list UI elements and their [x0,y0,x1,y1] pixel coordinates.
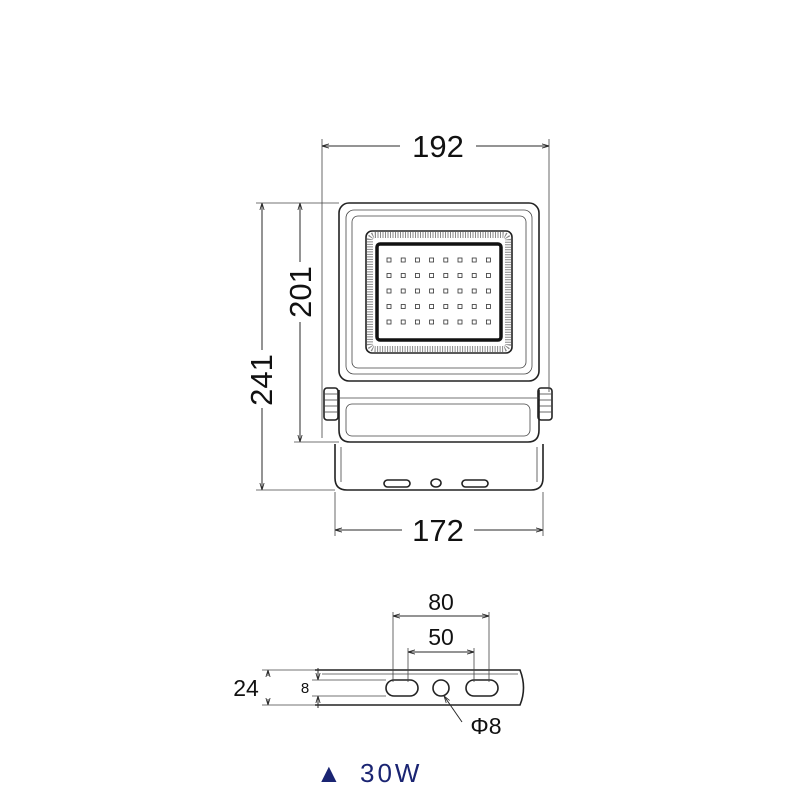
led-chip [429,319,435,325]
dim-hole-spacing-inner: 50 [428,624,454,650]
right-knob [537,387,553,421]
lens-frame-outer [365,230,513,354]
led-chip [443,273,449,278]
led-chip [414,257,420,263]
detail-hole [432,679,450,697]
model-label: ▲ 30W [316,758,422,788]
led-chip [386,257,392,263]
led-chip [443,288,449,294]
detail-slot-left [385,679,419,697]
front-view: 192 172 241 201 [244,129,553,548]
housing-frame [351,215,527,369]
bracket-slot-left [383,479,411,488]
dim-total-width: 192 [412,129,464,164]
led-chip [457,304,463,309]
dim-bracket-height: 24 [233,675,259,701]
led-chip [457,257,463,263]
led-chip [471,273,477,278]
bracket-plate [315,669,525,706]
led-chip [414,288,420,294]
led-chip [471,304,477,309]
led-chip [443,319,449,325]
bracket-hole [430,478,442,488]
led-chip [400,257,406,263]
power-rating: 30W [360,758,422,788]
led-chip [457,288,463,294]
led-chip [386,304,392,309]
dim-head-height: 201 [283,266,318,318]
led-chip [400,273,406,278]
lens-frame-hatch [367,232,511,352]
led-chip [414,304,420,309]
led-chip [457,319,463,325]
led-chip [386,319,392,325]
dim-hole-spacing-outer: 80 [428,589,454,615]
dim-slot-height: 8 [301,680,309,697]
bracket-detail-view: 80 50 24 8 Φ8 [233,589,525,739]
dim-hole-diameter: Φ8 [470,713,501,739]
hinge-inner [345,403,531,437]
housing-outer [338,202,540,382]
detail-slot-right [465,679,499,697]
led-panel [375,242,503,342]
led-chip [400,288,406,294]
led-chip [471,319,477,325]
led-chip [485,304,491,309]
led-chip [485,319,491,325]
led-chip [471,288,477,294]
led-chip [485,257,491,263]
led-array [386,257,491,325]
mounting-bracket [334,444,544,491]
left-knob [323,387,339,421]
led-chip [414,273,420,278]
led-chip [429,257,435,263]
led-chip [457,273,463,278]
led-chip [485,273,491,278]
marker-triangle: ▲ [316,758,345,788]
led-chip [429,304,435,309]
led-chip [443,304,449,309]
led-chip [485,288,491,294]
dim-bracket-width: 172 [412,513,464,548]
led-chip [386,288,392,294]
led-chip [471,257,477,263]
led-chip [429,273,435,278]
led-chip [429,288,435,294]
led-chip [386,273,392,278]
bracket-slot-right [461,479,489,488]
dim-total-height: 241 [244,354,279,406]
led-chip [414,319,420,325]
led-chip [400,319,406,325]
led-chip [400,304,406,309]
led-chip [443,257,449,263]
housing-inner [345,209,533,375]
hinge-block [338,390,540,443]
